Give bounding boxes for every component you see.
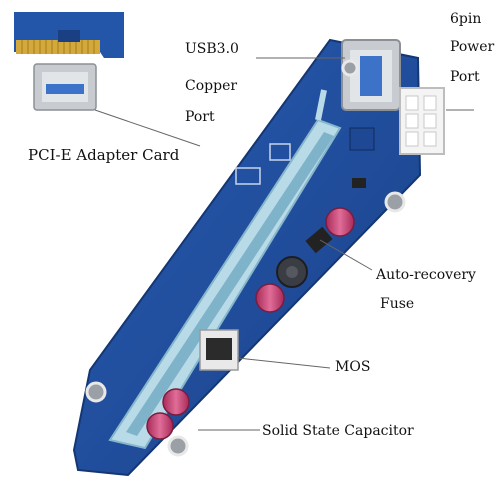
riser-board	[72, 38, 445, 477]
adapter-card-label: PCI-E Adapter Card	[28, 146, 180, 164]
fuse-label-line1: Auto-recovery	[376, 267, 476, 283]
usb-label-line1: USB3.0	[185, 41, 239, 57]
mos-label: MOS	[335, 359, 371, 375]
power-label-line2: Power	[450, 39, 495, 55]
leader-lines	[94, 57, 474, 431]
pcie-adapter-card	[14, 12, 124, 111]
solid-capacitors	[146, 207, 355, 440]
capacitor-label: Solid State Capacitor	[262, 423, 414, 439]
usb-label-line3: Port	[185, 109, 215, 125]
mount-hole	[384, 191, 406, 213]
power-label-line3: Port	[450, 69, 480, 85]
power-label-line1: 6pin	[450, 11, 482, 27]
fuse	[352, 178, 366, 188]
fuse-label-line2: Fuse	[380, 296, 415, 312]
usb-label-line2: Copper	[185, 78, 238, 94]
